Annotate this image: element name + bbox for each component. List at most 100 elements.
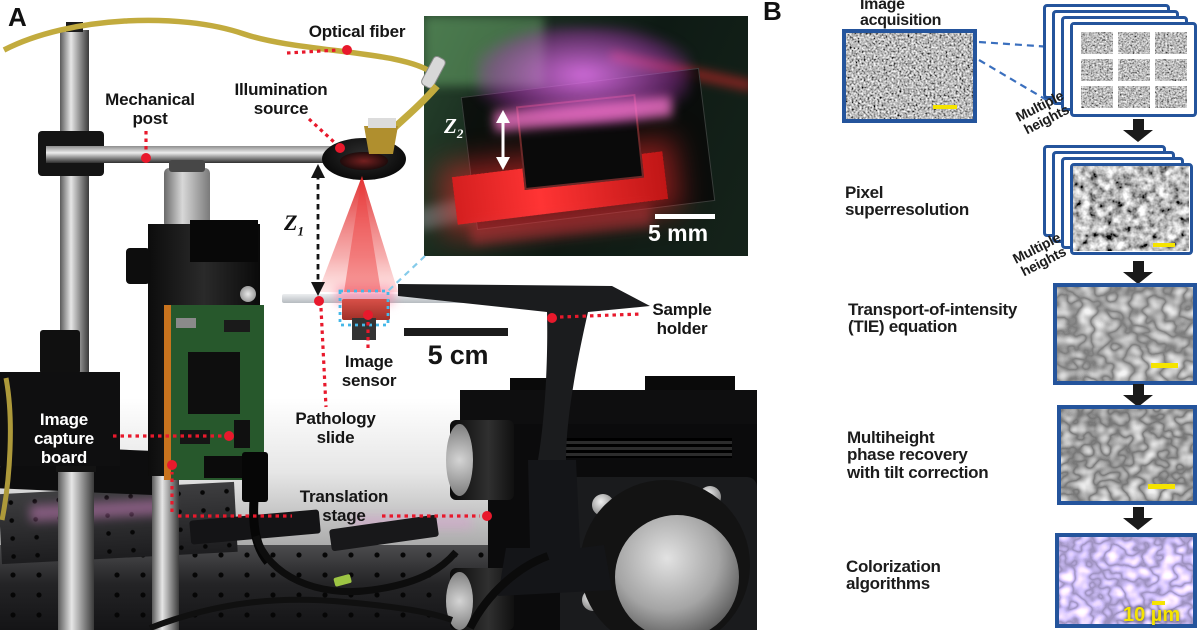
support-post xyxy=(58,468,94,630)
column-knob xyxy=(126,248,150,284)
bracket-left xyxy=(0,372,120,466)
frame-stack-front-tiles xyxy=(1070,22,1197,117)
micrometer-head xyxy=(164,168,210,228)
scale-bar xyxy=(1153,243,1175,247)
fiber-ferrule xyxy=(421,55,446,89)
pcb-component xyxy=(176,318,196,328)
down-arrow-icon xyxy=(1123,507,1153,530)
translation-stage-step xyxy=(645,376,735,392)
panel-b: B Image acquisition xyxy=(757,0,1200,630)
leader-optical-fiber xyxy=(286,48,340,55)
heatsink-fins xyxy=(560,438,732,458)
cable-tie xyxy=(333,574,352,587)
step-label-image-acquisition: Image acquisition xyxy=(860,0,942,30)
leader-sample-holder xyxy=(559,312,642,319)
scale-bar-5cm xyxy=(404,328,508,336)
stage-knob-face xyxy=(446,424,473,496)
leader-dot xyxy=(167,460,177,470)
step-label-phase-recovery: Multiheight phase recovery with tilt cor… xyxy=(847,428,989,482)
pcb-component xyxy=(180,430,210,444)
image-sensor-module xyxy=(342,299,390,320)
panel-a-tag: A xyxy=(8,2,27,32)
cable xyxy=(148,596,454,630)
panel-a: Z2 5 mm xyxy=(0,0,757,630)
illumination-head-inner xyxy=(340,152,388,170)
scale-bar xyxy=(1148,484,1175,489)
pcb-edge xyxy=(164,305,171,480)
label-sample-holder: Sample holder xyxy=(652,300,712,339)
label-translation-stage: Translation stage xyxy=(299,487,389,526)
z2-sub: 2 xyxy=(456,126,464,142)
z1-label: Z1 xyxy=(284,210,304,239)
leader-illumination-source xyxy=(307,117,336,144)
panel-a-overlay xyxy=(0,17,650,630)
pcb-component xyxy=(224,320,250,332)
light-cone xyxy=(318,176,398,292)
leader-dot xyxy=(342,45,352,55)
z2-label: Z2 xyxy=(444,114,463,142)
optical-fiber-cable xyxy=(387,83,440,135)
label-optical-fiber: Optical fiber xyxy=(308,22,406,41)
tie-image xyxy=(1053,283,1197,385)
usb-plug xyxy=(242,452,268,502)
frame-stack-front-superres xyxy=(1070,163,1193,255)
scale-bar xyxy=(933,105,957,109)
sensor-ribbon xyxy=(352,318,376,340)
inset-photo: Z2 5 mm xyxy=(424,16,748,256)
sample-holder-arm xyxy=(398,284,650,460)
column-screw xyxy=(240,286,256,302)
label-pathology-slide: Pathology slide xyxy=(295,409,376,448)
phase-recovery-image xyxy=(1057,405,1197,505)
inset-scale-bar xyxy=(655,214,715,219)
label-mechanical-post: Mechanical post xyxy=(105,90,195,129)
column-clamp xyxy=(190,220,258,262)
leader-dot xyxy=(482,511,492,521)
scale-bar xyxy=(1152,601,1165,605)
step-label-pixel-superresolution: Pixel superresolution xyxy=(845,183,969,220)
post-clamp-lower xyxy=(40,330,80,374)
z2-arrow-icon xyxy=(496,110,510,170)
cable xyxy=(466,552,550,630)
lens-face xyxy=(615,515,739,630)
leader-pathology-slide xyxy=(319,307,328,408)
step-label-colorization: Colorization algorithms xyxy=(846,557,941,594)
mechanical-post-crossbar xyxy=(46,146,336,163)
z2-base: Z xyxy=(444,114,457,138)
inset-connector-line xyxy=(386,255,426,293)
colorized-image xyxy=(1055,533,1197,628)
leader-dot xyxy=(141,153,151,163)
fiber-boot-collar xyxy=(368,118,396,128)
label-illumination-source: Illumination source xyxy=(234,80,328,119)
label-image-sensor: Image sensor xyxy=(341,352,397,391)
scale-bar xyxy=(1151,363,1178,368)
leader-dot xyxy=(363,310,373,320)
leader-dot xyxy=(547,313,557,323)
light-cone-core xyxy=(344,176,381,292)
label-image-capture-board: Image capture board xyxy=(33,410,94,468)
inset-scale-label: 5 mm xyxy=(648,220,709,246)
label-scale-5cm: 5 cm xyxy=(427,340,489,370)
pcb-connector xyxy=(204,456,246,478)
cable xyxy=(252,534,459,596)
micrometer-cap xyxy=(169,160,205,172)
leader-dot xyxy=(224,431,234,441)
support-post xyxy=(152,474,179,630)
sensor-highlight-box xyxy=(338,289,390,327)
z1-arrowhead xyxy=(311,282,325,296)
z1-arrowhead xyxy=(311,164,325,178)
pcb-chip xyxy=(188,352,240,414)
multiple-heights-note: Multiple heights xyxy=(1010,229,1069,280)
fiber-boot xyxy=(364,126,398,154)
leader-dot xyxy=(314,296,324,306)
optical-fiber-cable xyxy=(2,17,436,77)
leader-dot xyxy=(335,143,345,153)
down-arrow-icon xyxy=(1123,384,1153,407)
panel-b-tag: B xyxy=(763,0,782,26)
step-label-tie-equation: Transport-of-intensity (TIE) equation xyxy=(848,300,1018,337)
pcb-component xyxy=(234,420,250,448)
label-scale-10um: 10 µm xyxy=(1123,604,1181,626)
down-arrow-icon xyxy=(1123,119,1153,142)
optical-fiber-tail xyxy=(0,377,13,521)
pathology-slide-glass xyxy=(282,294,512,303)
